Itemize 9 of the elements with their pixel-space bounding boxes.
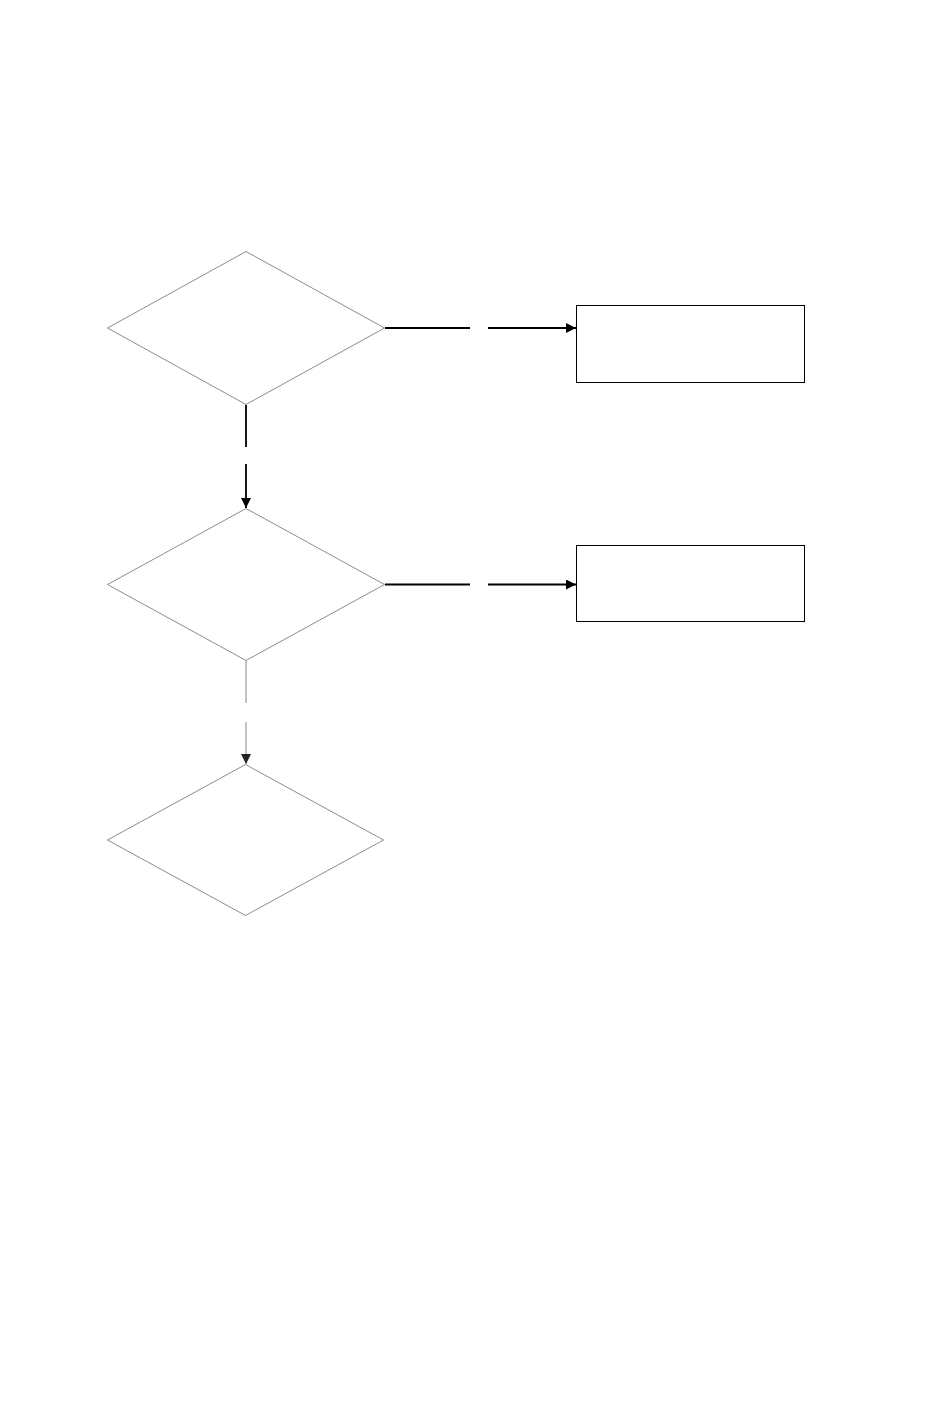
- arrow: [384, 323, 577, 333]
- decision-diamond: [107, 508, 385, 661]
- arrow: [241, 404, 251, 509]
- arrow: [241, 660, 251, 765]
- arrow: [384, 579, 577, 590]
- decision-diamond: [107, 764, 384, 916]
- process-box: [576, 305, 805, 383]
- decision-diamond: [107, 251, 385, 405]
- process-box: [576, 545, 805, 622]
